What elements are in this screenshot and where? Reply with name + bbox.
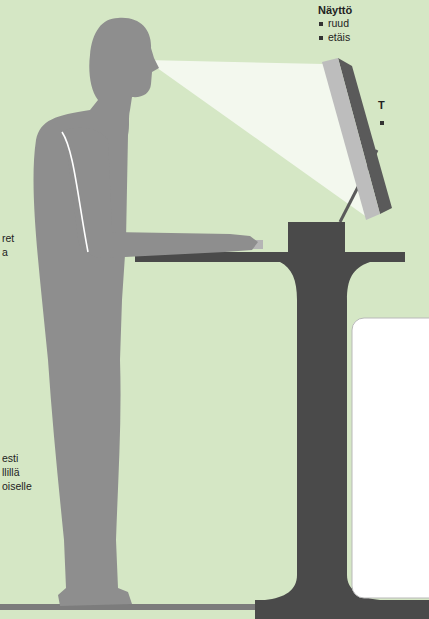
note-text: etäis	[328, 31, 350, 44]
note-text: esti	[2, 452, 18, 465]
heading-text: T	[378, 99, 385, 112]
monitor-base	[288, 222, 345, 252]
person-silhouette	[34, 18, 159, 606]
note-text: a	[2, 246, 8, 259]
bullet	[380, 121, 384, 125]
note-text: ret	[2, 232, 14, 245]
note-text: ruud	[328, 17, 349, 30]
arm-outline	[62, 132, 88, 252]
bullet	[319, 36, 323, 40]
leg-seam	[66, 540, 116, 541]
floor	[0, 604, 256, 610]
heading-text: Näyttö	[318, 4, 352, 17]
note-text: oiselle	[2, 480, 32, 493]
info-panel	[352, 318, 429, 598]
person-arm	[65, 128, 258, 258]
note-text: llillä	[2, 466, 20, 479]
monitor-screen	[322, 58, 380, 220]
bullet	[319, 22, 323, 26]
